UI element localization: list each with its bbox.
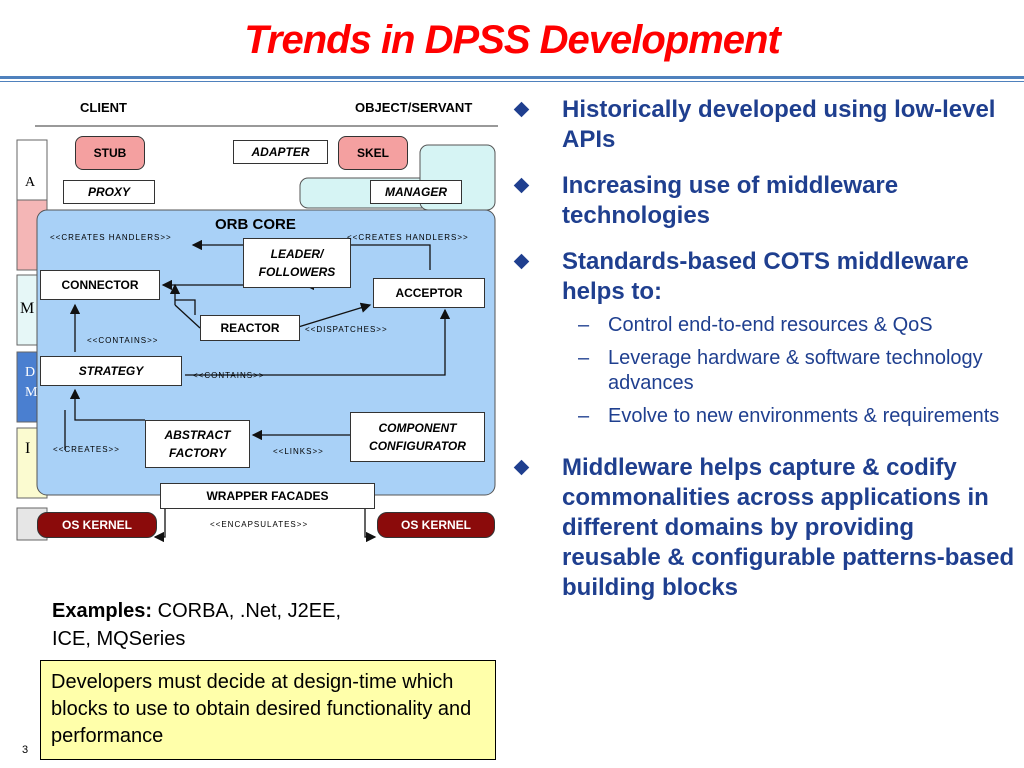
- design-note-box: Developers must decide at design-time wh…: [40, 660, 496, 760]
- diamond-bullet-icon: [513, 101, 530, 118]
- factory-line: FACTORY: [169, 446, 226, 460]
- bg-box-1: [16, 139, 48, 201]
- leader-line: LEADER/: [270, 247, 324, 261]
- tag-encapsulates: <<ENCAPSULATES>>: [210, 520, 309, 529]
- diamond-bullet-icon: [513, 253, 530, 270]
- os-kernel-right: OS KERNEL: [377, 512, 495, 538]
- orb-architecture-diagram: CLIENT OBJECT/SERVANT ORB CORE STUB ADAP…: [15, 90, 500, 550]
- sub-bullet-text: Control end-to-end resources & QoS: [608, 314, 933, 336]
- acceptor-box: ACCEPTOR: [373, 278, 485, 308]
- bullet-item: Historically developed using low-level A…: [512, 95, 1017, 155]
- component-line: COMPONENT: [378, 421, 457, 435]
- followers-line: FOLLOWERS: [258, 265, 336, 279]
- examples-text: Examples: CORBA, .Net, J2EE, ICE, MQSeri…: [52, 597, 382, 653]
- sub-bullet-list: – Control end-to-end resources & QoS – L…: [512, 313, 1017, 429]
- sub-bullet-text: Evolve to new environments & requirement…: [608, 405, 1000, 427]
- edge-letter-a: A: [25, 175, 36, 190]
- bullet-item: Middleware helps capture & codify common…: [512, 453, 1017, 603]
- component-configurator-box: COMPONENT CONFIGURATOR: [350, 412, 485, 462]
- tag-contains-2: <<CONTAINS>>: [193, 371, 265, 380]
- sub-bullet-item: – Leverage hardware & software technolog…: [562, 346, 1017, 396]
- title-rule: [0, 76, 1024, 79]
- tag-dispatches: <<DISPATCHES>>: [305, 325, 388, 334]
- title-rule-thin: [0, 81, 1024, 82]
- sub-bullet-item: – Evolve to new environments & requireme…: [562, 404, 1017, 429]
- page-number: 3: [22, 744, 29, 756]
- edge-letter-m2: M: [25, 385, 38, 400]
- dash-bullet-icon: –: [578, 347, 590, 369]
- stub-box: STUB: [75, 136, 145, 170]
- bullet-text: Standards-based COTS middleware helps to…: [562, 248, 969, 305]
- bullet-list: Historically developed using low-level A…: [512, 95, 1017, 619]
- connector-box: CONNECTOR: [40, 270, 160, 300]
- bullet-item: Increasing use of middleware technologie…: [512, 171, 1017, 231]
- manager-box: MANAGER: [370, 180, 462, 204]
- slide-title: Trends in DPSS Development: [244, 18, 781, 62]
- abstract-line: ABSTRACT: [164, 428, 231, 442]
- edge-letter-d: D: [25, 365, 36, 380]
- tag-creates: <<CREATES>>: [53, 445, 120, 454]
- leader-followers-box: LEADER/ FOLLOWERS: [243, 238, 351, 288]
- sub-bullet-text: Leverage hardware & software technology …: [608, 347, 983, 394]
- frame-line: [35, 125, 498, 127]
- diamond-bullet-icon: [513, 459, 530, 476]
- os-kernel-left: OS KERNEL: [37, 512, 157, 538]
- client-label: CLIENT: [80, 100, 127, 115]
- bullet-item: Standards-based COTS middleware helps to…: [512, 247, 1017, 307]
- bullet-text: Middleware helps capture & codify common…: [562, 454, 1015, 601]
- wrapper-facades-box: WRAPPER FACADES: [160, 483, 375, 509]
- dash-bullet-icon: –: [578, 405, 590, 427]
- dash-bullet-icon: –: [578, 314, 590, 336]
- reactor-box: REACTOR: [200, 315, 300, 341]
- proxy-box: PROXY: [63, 180, 155, 204]
- tag-creates-handlers-left: <<CREATES HANDLERS>>: [50, 233, 172, 242]
- tag-links: <<LINKS>>: [273, 447, 324, 456]
- orb-core-label: ORB CORE: [215, 216, 296, 233]
- diamond-bullet-icon: [513, 177, 530, 194]
- abstract-factory-box: ABSTRACT FACTORY: [145, 420, 250, 468]
- bullet-text: Increasing use of middleware technologie…: [562, 172, 899, 229]
- adapter-box: ADAPTER: [233, 140, 328, 164]
- servant-label: OBJECT/SERVANT: [355, 100, 473, 115]
- tag-creates-handlers-right: <<CREATES HANDLERS>>: [347, 233, 469, 242]
- sub-bullet-item: – Control end-to-end resources & QoS: [562, 313, 1017, 338]
- skel-box: SKEL: [338, 136, 408, 170]
- edge-letter-i: I: [25, 440, 31, 457]
- examples-label: Examples:: [52, 600, 153, 622]
- configurator-line: CONFIGURATOR: [369, 439, 466, 453]
- strategy-box: STRATEGY: [40, 356, 182, 386]
- tag-contains-1: <<CONTAINS>>: [87, 336, 159, 345]
- edge-letter-m1: M: [20, 300, 35, 317]
- bullet-text: Historically developed using low-level A…: [562, 96, 996, 153]
- examples-list: CORBA, .Net, J2EE, ICE, MQSeries: [52, 600, 342, 650]
